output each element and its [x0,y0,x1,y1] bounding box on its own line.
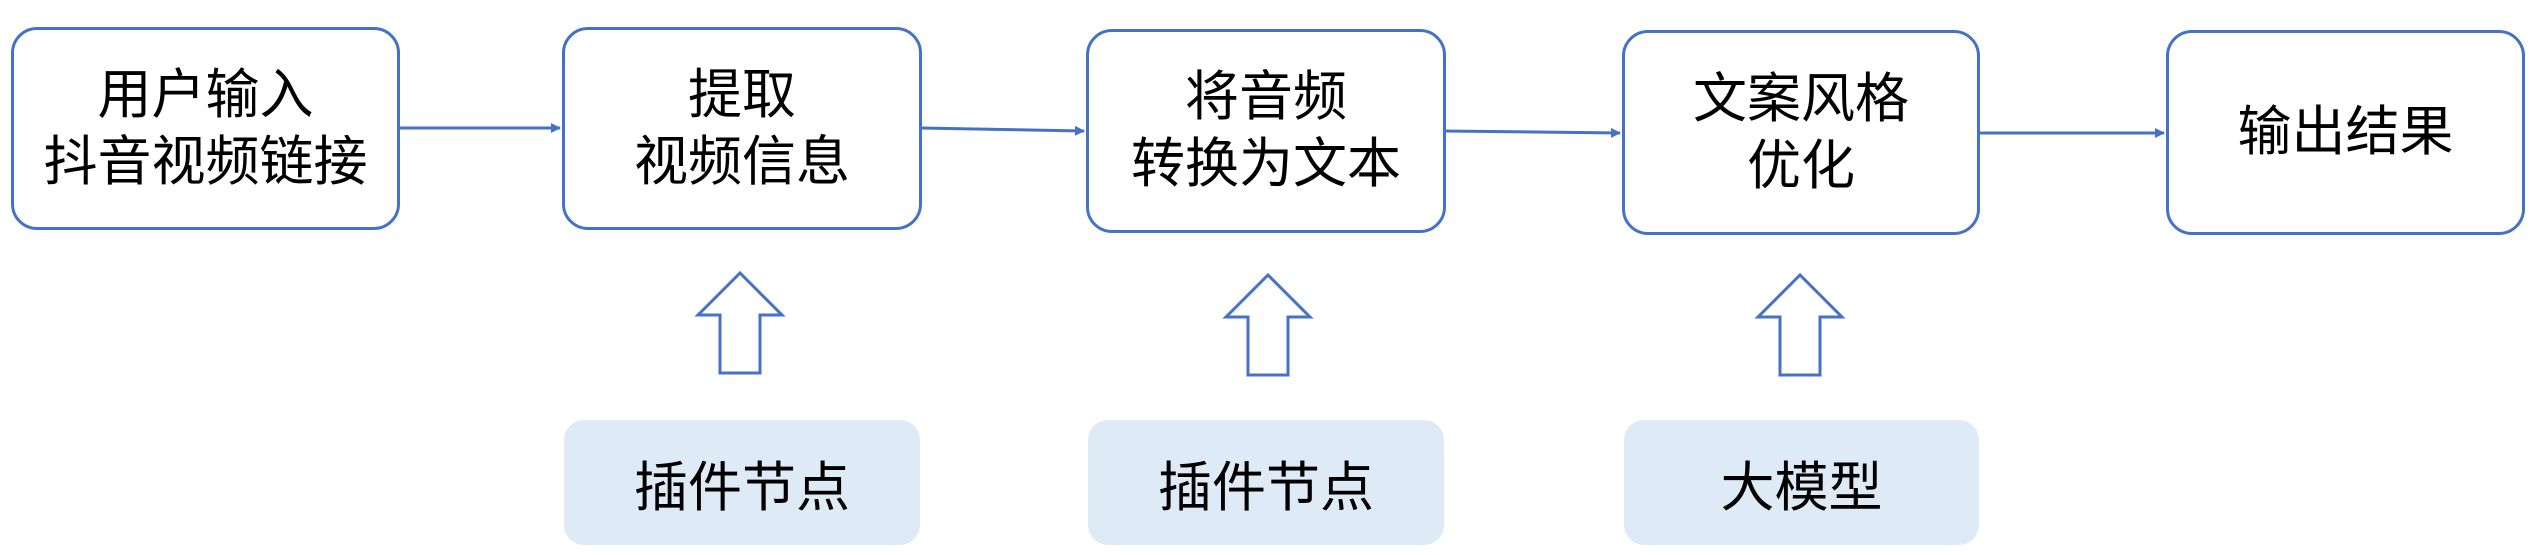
step-label-line: 用户输入 [97,62,314,126]
step-label-line: 提取 [688,62,796,126]
flow-arrow-3 [1443,127,1621,138]
support-up-arrow-1 [694,270,786,375]
step-label-line: 转换为文本 [1131,132,1401,195]
support-tag-large-model: 大模型 [1624,420,1979,545]
step-label-line: 抖音视频链接 [43,129,368,193]
step-box-audio-to-text: 将音频 转换为文本 [1086,29,1446,233]
support-tag-label: 插件节点 [1158,456,1374,519]
support-tag-label: 插件节点 [634,456,850,519]
step-box-output-result: 输出结果 [2166,30,2525,235]
step-label-line: 将音频 [1185,65,1347,129]
step-label-line: 视频信息 [634,129,850,193]
step-box-input-link: 用户输入 抖音视频链接 [11,27,400,230]
step-box-style-optimize: 文案风格 优化 [1622,30,1980,235]
support-up-arrow-3 [1754,272,1846,377]
step-label-line: 文案风格 [1693,66,1909,130]
step-label-line: 输出结果 [2237,100,2454,164]
step-label-line: 优化 [1747,133,1855,197]
support-tag-plugin-node-2: 插件节点 [1088,420,1444,545]
support-tag-plugin-node-1: 插件节点 [564,420,920,545]
flow-arrow-2 [919,125,1085,136]
support-up-arrow-2 [1222,272,1314,377]
step-box-extract-info: 提取 视频信息 [562,27,922,230]
support-tag-label: 大模型 [1720,456,1883,519]
